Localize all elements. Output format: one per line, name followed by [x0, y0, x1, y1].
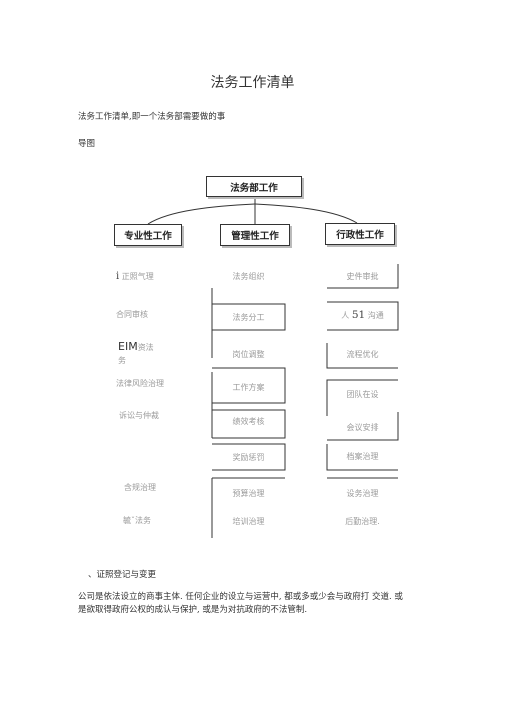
paragraph-line: 是欲取得政府公权的成认与保护, 或是为对抗政府的不法管制.	[78, 604, 308, 615]
left-item-text: 毓ˇ法务	[123, 516, 151, 525]
left-item: 法律风险治理	[116, 378, 164, 389]
left-item-text: 合同审核	[116, 310, 148, 319]
branch-box-administrative: 行政性工作	[325, 223, 395, 245]
middle-item: 岗位调整	[232, 350, 265, 359]
left-item: EIM资法 务	[118, 340, 154, 367]
left-item-text: 含规治理	[124, 483, 156, 492]
branch-label: 管理性工作	[231, 231, 279, 242]
right-item-prefix: 人	[341, 311, 350, 320]
middle-item: 培训治理	[232, 517, 265, 526]
branch-box-management: 管理性工作	[220, 224, 290, 246]
right-item: 人 51 沟通	[327, 309, 398, 321]
right-item-text: 沟通	[367, 311, 384, 320]
middle-item: 法务组织	[232, 272, 265, 281]
middle-item: 工作方案	[232, 383, 265, 392]
left-item-text: 法律风险治理	[116, 379, 164, 388]
intro-text: 法务工作清单,即一个法务部需要做的事	[78, 112, 226, 122]
left-item-prefix: EIM	[118, 340, 138, 353]
right-item-number: 51	[351, 309, 366, 321]
root-label: 法务部工作	[230, 182, 278, 194]
left-item-text: 正照气理	[121, 272, 154, 281]
right-item: 会议安排	[346, 423, 379, 432]
right-item: 团队在设	[346, 390, 379, 399]
left-item: 含规治理	[124, 482, 156, 493]
section-heading: 、证照登记与变更	[88, 570, 157, 580]
right-item: 设务治理	[346, 489, 379, 498]
middle-item: 预算治理	[232, 489, 265, 498]
left-item: 合同审核	[116, 309, 148, 320]
left-item: i 正照气理	[116, 271, 154, 282]
branch-box-professional: 专业性工作	[114, 224, 182, 246]
diagram-label: 导图	[78, 139, 96, 149]
right-item: 流程优化	[346, 350, 379, 359]
middle-item: 绩效考核	[232, 417, 265, 426]
right-item: 后勤治理.	[345, 517, 380, 526]
paragraph-line: 公司是依法设立的商事主体. 任何企业的设立与运营中, 都或多或少会与政府打 交道…	[78, 592, 403, 602]
branch-label: 专业性工作	[124, 231, 172, 242]
branch-label: 行政性工作	[336, 230, 384, 241]
left-item-text: 资法	[137, 343, 154, 352]
paragraph: 公司是依法设立的商事主体. 任何企业的设立与运营中, 都或多或少会与政府打 交道…	[78, 591, 438, 616]
right-item: 档案治理	[346, 452, 379, 461]
right-item: 史件审批	[346, 272, 379, 281]
left-item: 毓ˇ法务	[123, 515, 151, 526]
middle-item: 奖励惩罚	[232, 453, 265, 462]
left-item-prefix: i	[116, 271, 120, 282]
left-item: 诉讼与仲裁	[119, 410, 159, 421]
middle-item: 法务分工	[232, 313, 265, 322]
left-item-text: 务	[118, 356, 126, 365]
root-box: 法务部工作	[206, 176, 302, 197]
page-title: 法务工作清单	[210, 75, 295, 91]
left-item-text: 诉讼与仲裁	[119, 411, 159, 420]
